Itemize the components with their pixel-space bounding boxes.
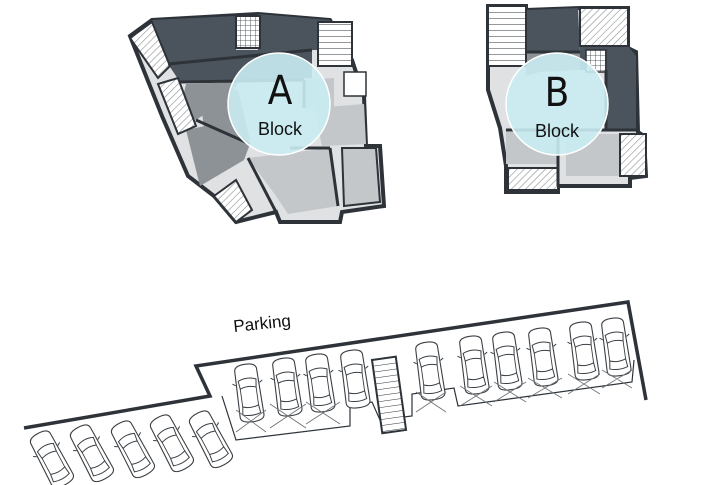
block-b-badge: B Block	[505, 52, 609, 156]
parking-label: Parking	[232, 311, 291, 336]
block-b-balcony	[507, 167, 559, 191]
parking-car	[267, 355, 307, 419]
block-b-balcony	[579, 7, 629, 47]
block-a-badge: A Block	[227, 52, 331, 156]
parking-car	[564, 319, 604, 383]
parking-car	[487, 329, 527, 393]
block-a-room	[248, 148, 338, 214]
parking-car	[300, 351, 340, 415]
block-b-letter: B	[545, 70, 570, 116]
block-a-label: Block	[258, 119, 303, 139]
block-a-entrance	[343, 71, 367, 97]
block-a-letter: A	[268, 68, 293, 114]
block-a-room	[258, 14, 330, 50]
block-a-balcony	[156, 76, 198, 136]
parking-car	[229, 361, 269, 425]
block-a-room	[340, 147, 382, 208]
parking-area: Parking	[23, 300, 648, 485]
block-b-balcony	[619, 133, 647, 177]
block-b-stairs	[487, 5, 527, 67]
parking-ramp	[370, 355, 408, 435]
block-b-label: Block	[535, 121, 580, 141]
parking-car	[596, 315, 636, 379]
parking-car	[335, 347, 375, 411]
block-b-room	[526, 8, 580, 52]
block-a-stairs	[317, 21, 353, 67]
block-a-elevator	[235, 15, 261, 49]
parking-boundary	[23, 300, 648, 430]
block-a-balcony	[212, 178, 254, 224]
block-a-balcony	[128, 20, 172, 80]
